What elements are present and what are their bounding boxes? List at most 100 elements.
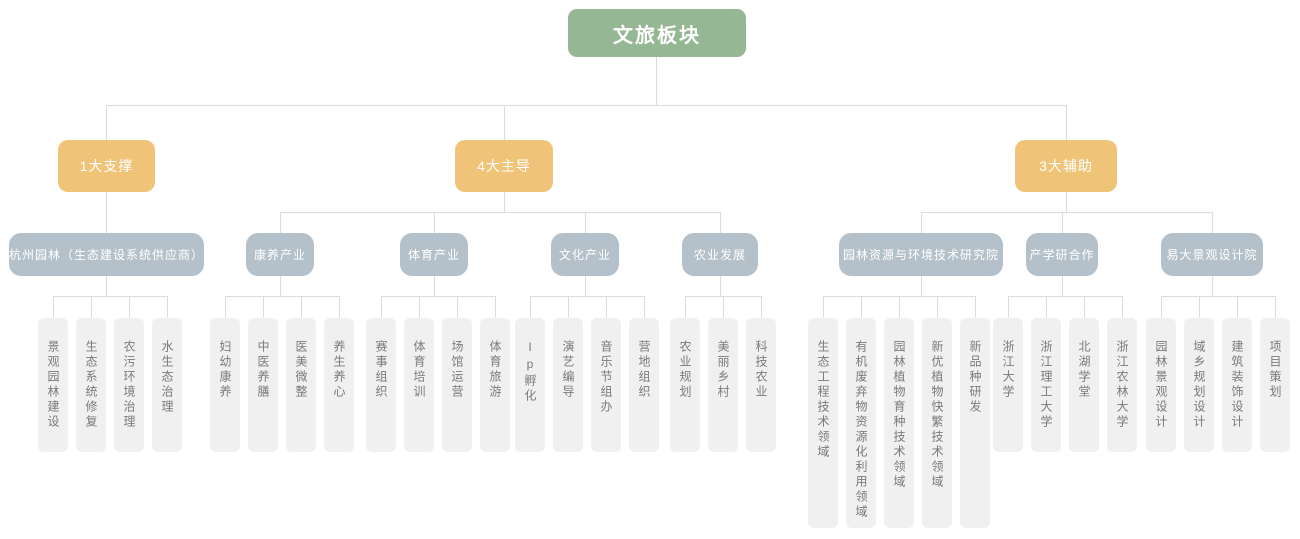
branch-node-one-support: 1大支撑 bbox=[58, 140, 155, 192]
leaf-node: 农业规划 bbox=[670, 318, 700, 452]
connector-line bbox=[899, 296, 900, 318]
leaf-node: 场馆运营 bbox=[442, 318, 472, 452]
connector-line bbox=[167, 296, 168, 318]
connector-line bbox=[1199, 296, 1200, 318]
leaf-node: 有机废弃物资源化利用领域 bbox=[846, 318, 876, 528]
connector-line bbox=[1062, 276, 1063, 296]
connector-line bbox=[504, 105, 505, 140]
connector-line bbox=[1066, 105, 1067, 140]
connector-line bbox=[1122, 296, 1123, 318]
connector-line bbox=[225, 296, 226, 318]
connector-line bbox=[720, 276, 721, 296]
connector-line bbox=[280, 212, 720, 213]
connector-line bbox=[1062, 212, 1063, 233]
leaf-node: 建筑装饰设计 bbox=[1222, 318, 1252, 452]
category-node-yida-landscape-design: 易大景观设计院 bbox=[1161, 233, 1263, 276]
leaf-node: 体育培训 bbox=[404, 318, 434, 452]
leaf-node: 项目策划 bbox=[1260, 318, 1290, 452]
leaf-node: 音乐节组办 bbox=[591, 318, 621, 452]
connector-line bbox=[53, 296, 167, 297]
leaf-node: 浙江农林大学 bbox=[1107, 318, 1137, 452]
connector-line bbox=[861, 296, 862, 318]
leaf-node: 新优植物快繁技术领域 bbox=[922, 318, 952, 528]
connector-line bbox=[723, 296, 724, 318]
connector-line bbox=[1046, 296, 1047, 318]
category-node-hangzhou-garden: 杭州园林（生态建设系统供应商） bbox=[9, 233, 204, 276]
connector-line bbox=[263, 296, 264, 318]
leaf-node: 体育旅游 bbox=[480, 318, 510, 452]
connector-line bbox=[301, 296, 302, 318]
connector-line bbox=[53, 296, 54, 318]
leaf-node: 医美微整 bbox=[286, 318, 316, 452]
leaf-node: 养生养心 bbox=[324, 318, 354, 452]
leaf-node: 营地组织 bbox=[629, 318, 659, 452]
connector-line bbox=[921, 212, 922, 233]
leaf-node: 北湖学堂 bbox=[1069, 318, 1099, 452]
connector-line bbox=[1237, 296, 1238, 318]
leaf-node: 演艺编导 bbox=[553, 318, 583, 452]
connector-line bbox=[585, 276, 586, 296]
connector-line bbox=[1161, 296, 1275, 297]
leaf-node: 景观园林建设 bbox=[38, 318, 68, 452]
connector-line bbox=[434, 212, 435, 233]
connector-line bbox=[419, 296, 420, 318]
leaf-node: 妇幼康养 bbox=[210, 318, 240, 452]
connector-line bbox=[606, 296, 607, 318]
connector-line bbox=[106, 105, 1066, 106]
connector-line bbox=[921, 276, 922, 296]
leaf-node: Ip孵化 bbox=[515, 318, 545, 452]
leaf-node: 农污环境治理 bbox=[114, 318, 144, 452]
connector-line bbox=[823, 296, 824, 318]
category-node-research-institute: 园林资源与环境技术研究院 bbox=[839, 233, 1003, 276]
leaf-node: 中医养膳 bbox=[248, 318, 278, 452]
connector-line bbox=[720, 212, 721, 233]
connector-line bbox=[504, 192, 505, 212]
leaf-node: 美丽乡村 bbox=[708, 318, 738, 452]
leaf-node: 浙江理工大学 bbox=[1031, 318, 1061, 452]
connector-line bbox=[91, 296, 92, 318]
connector-line bbox=[1008, 296, 1122, 297]
connector-line bbox=[495, 296, 496, 318]
leaf-node: 水生态治理 bbox=[152, 318, 182, 452]
connector-line bbox=[434, 276, 435, 296]
category-node-sports-industry: 体育产业 bbox=[400, 233, 468, 276]
connector-line bbox=[1212, 212, 1213, 233]
root-node-cultural-tourism: 文旅板块 bbox=[568, 9, 746, 57]
connector-line bbox=[656, 57, 657, 105]
leaf-node: 浙江大学 bbox=[993, 318, 1023, 452]
category-node-culture-industry: 文化产业 bbox=[551, 233, 619, 276]
connector-line bbox=[280, 212, 281, 233]
connector-line bbox=[1066, 192, 1067, 212]
connector-line bbox=[1161, 296, 1162, 318]
connector-line bbox=[761, 296, 762, 318]
leaf-node: 园林景观设计 bbox=[1146, 318, 1176, 452]
leaf-node: 生态工程技术领域 bbox=[808, 318, 838, 528]
connector-line bbox=[225, 296, 339, 297]
connector-line bbox=[1275, 296, 1276, 318]
connector-line bbox=[1212, 276, 1213, 296]
leaf-node: 生态系统修复 bbox=[76, 318, 106, 452]
connector-line bbox=[106, 276, 107, 296]
connector-line bbox=[106, 105, 107, 140]
connector-line bbox=[530, 296, 644, 297]
connector-line bbox=[280, 276, 281, 296]
category-node-agriculture-development: 农业发展 bbox=[682, 233, 758, 276]
leaf-node: 域乡规划设计 bbox=[1184, 318, 1214, 452]
connector-line bbox=[921, 212, 1212, 213]
leaf-node: 园林植物育种技术领域 bbox=[884, 318, 914, 528]
connector-line bbox=[585, 212, 586, 233]
leaf-node: 科技农业 bbox=[746, 318, 776, 452]
category-node-health-industry: 康养产业 bbox=[246, 233, 314, 276]
connector-line bbox=[381, 296, 495, 297]
leaf-node: 赛事组织 bbox=[366, 318, 396, 452]
category-node-industry-academia-cooperation: 产学研合作 bbox=[1026, 233, 1098, 276]
connector-line bbox=[644, 296, 645, 318]
branch-node-four-leading: 4大主导 bbox=[455, 140, 553, 192]
connector-line bbox=[381, 296, 382, 318]
connector-line bbox=[1008, 296, 1009, 318]
leaf-node: 新品种研发 bbox=[960, 318, 990, 528]
connector-line bbox=[339, 296, 340, 318]
connector-line bbox=[457, 296, 458, 318]
connector-line bbox=[568, 296, 569, 318]
